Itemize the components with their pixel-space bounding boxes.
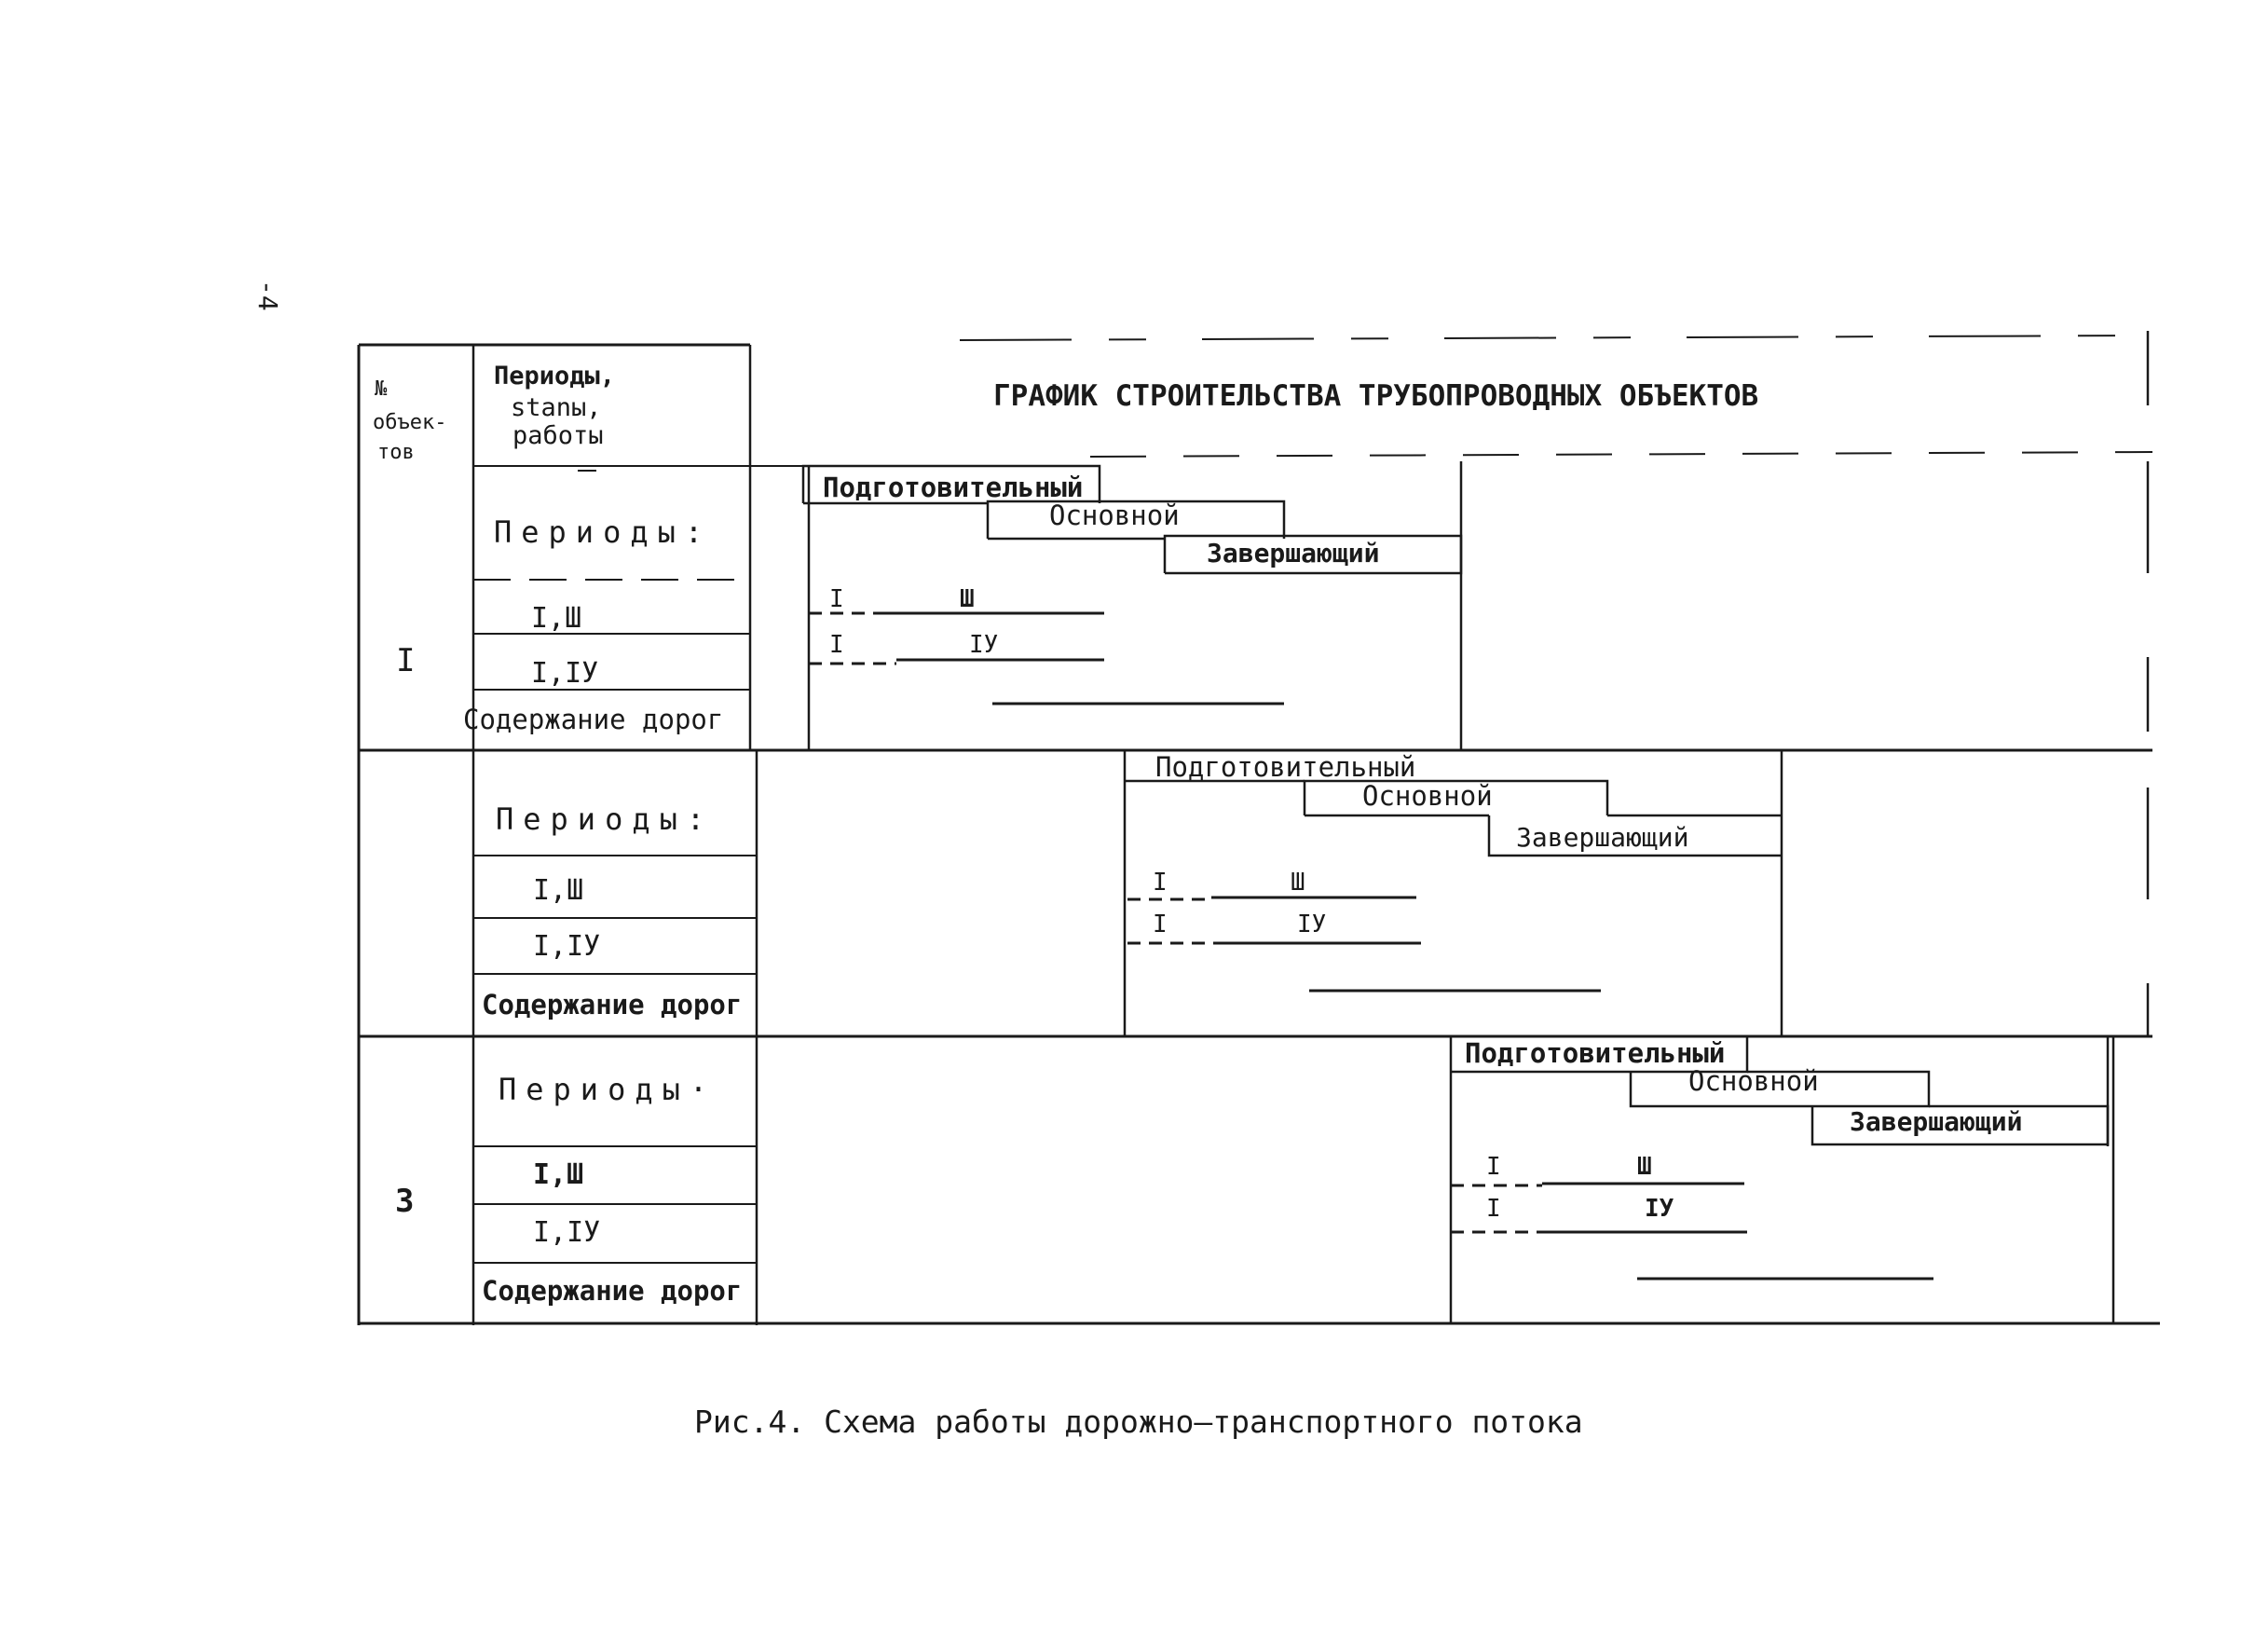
- object-1-schedule: Подготовительный Основной Завершающий I …: [801, 464, 1463, 705]
- graph-frame: ГРАФИК СТРОИТЕЛЬСТВА ТРУБОПРОВОДНЫХ ОБЪЕ…: [959, 331, 2153, 1323]
- obj2-r1-mid-label: Ш: [1291, 869, 1305, 897]
- obj1-row-2-label: I,IУ: [531, 657, 598, 690]
- obj3-roads-label: Содержание дорог: [482, 1275, 742, 1307]
- obj1-phase-preparatory: Подготовительный: [823, 472, 1083, 503]
- obj1-r1-left-label: I: [829, 585, 844, 613]
- obj2-final-box: [1487, 815, 1782, 857]
- obj2-phase-main: Основной: [1362, 780, 1493, 812]
- obj3-periods-label: Периоды·: [499, 1072, 717, 1107]
- obj3-r1-mid-label: Ш: [1637, 1153, 1652, 1181]
- obj3-phase-main: Основной: [1688, 1065, 1819, 1097]
- obj3-phase-final: Завершающий: [1850, 1106, 2022, 1137]
- obj2-r2-left-label: I: [1153, 911, 1168, 938]
- obj2-row-1-label: I,Ш: [533, 874, 583, 907]
- obj1-main-box: [986, 500, 1286, 539]
- obj1-phase-main: Основной: [1049, 500, 1180, 531]
- graph-top-line: [959, 335, 2149, 341]
- obj3-row-2-label: I,IУ: [533, 1216, 600, 1249]
- periods-col-header: Периоды, stanы, работы: [494, 362, 630, 450]
- obj1-phase-final: Завершающий: [1207, 538, 1379, 568]
- obj2-phase-preparatory: Подготовительный: [1155, 751, 1415, 783]
- objects-col-header: № объек- тов: [373, 377, 459, 464]
- obj2-row-2-label: I,IУ: [533, 930, 600, 963]
- obj3-phase-preparatory: Подготовительный: [1465, 1037, 1725, 1069]
- obj1-final-box: [1163, 534, 1463, 575]
- object-1-number: I: [396, 642, 415, 679]
- obj1-roads-label: Содержание дорог: [463, 704, 723, 735]
- object-3-number: 3: [395, 1183, 414, 1220]
- obj1-periods-label: Периоды:: [494, 514, 712, 550]
- obj1-r2-mid-label: IУ: [969, 631, 998, 659]
- obj3-final-box: [1810, 1104, 2110, 1146]
- left-table: № объек- тов Периоды, stanы, работы I 3 …: [357, 343, 2160, 1325]
- obj2-roads-label: Содержание дорог: [482, 989, 742, 1020]
- obj2-periods-label: Периоды:: [496, 801, 714, 837]
- obj3-r2-mid-label: IУ: [1645, 1195, 1674, 1223]
- graph-header-bottom-line: [1089, 451, 2153, 458]
- obj2-phase-final: Завершающий: [1516, 822, 1688, 853]
- object-2-schedule: Подготовительный Основной Завершающий I …: [1125, 751, 1782, 993]
- obj1-r2-left-label: I: [829, 631, 844, 659]
- obj2-r1-left-label: I: [1153, 869, 1168, 897]
- obj1-r1-mid-label: Ш: [960, 585, 975, 613]
- figure-caption: Рис.4. Схема работы дорожно–транспортног…: [694, 1404, 1583, 1440]
- graph-title: ГРАФИК СТРОИТЕЛЬСТВА ТРУБОПРОВОДНЫХ ОБЪЕ…: [993, 379, 1758, 413]
- object-3-schedule: Подготовительный Основной Завершающий I …: [1451, 1036, 2110, 1281]
- page-mark: -4: [253, 280, 283, 311]
- obj2-r2-mid-label: IУ: [1297, 911, 1326, 938]
- obj3-row-1-label: I,Ш: [533, 1158, 583, 1191]
- obj1-preparatory-box: [801, 464, 1101, 503]
- obj2-main-box: [1303, 779, 1609, 815]
- obj1-row-1-label: I,Ш: [531, 602, 581, 635]
- obj3-r1-left-label: I: [1486, 1153, 1501, 1181]
- obj3-r2-left-label: I: [1486, 1195, 1501, 1223]
